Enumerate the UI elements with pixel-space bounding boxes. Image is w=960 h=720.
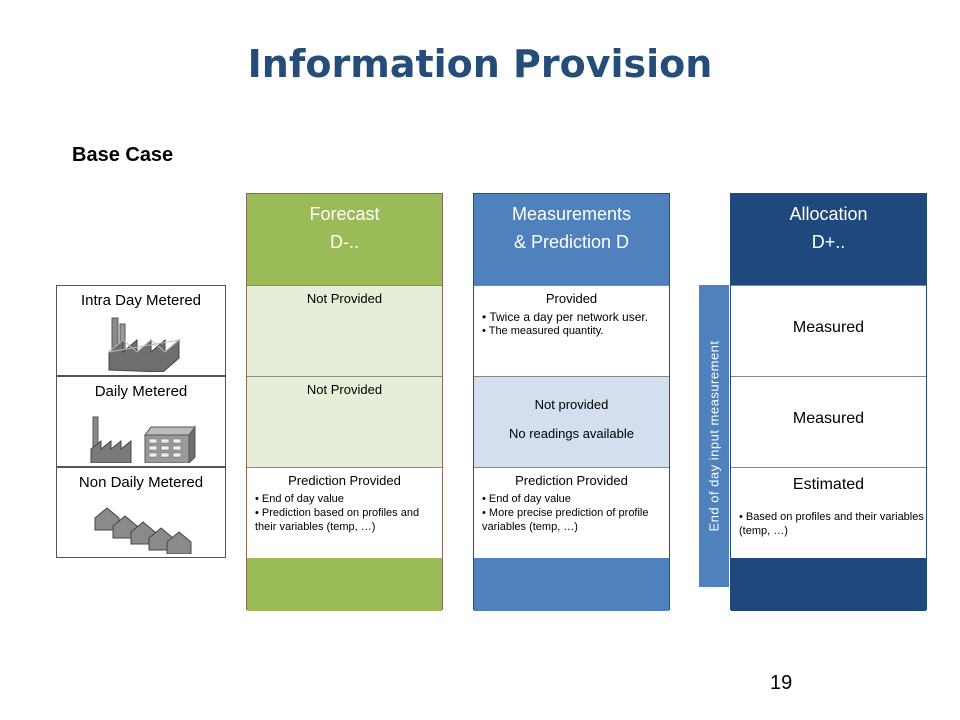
- cell-note: No readings available: [508, 426, 635, 441]
- forecast-header-line1: Forecast: [309, 204, 380, 224]
- measurements-cell-non-daily: Prediction Provided End of day value Mor…: [474, 467, 669, 558]
- allocation-header-line1: Allocation: [789, 204, 868, 224]
- cell-title: Not provided: [534, 397, 609, 412]
- allocation-column: Allocation D+.. Measured Measured Estima…: [730, 193, 927, 611]
- allocation-header-line2: D+..: [811, 232, 846, 252]
- cell-title: Measured: [792, 410, 865, 427]
- measurements-column: Measurements & Prediction D Provided Twi…: [473, 193, 670, 611]
- forecast-header-line2: D-..: [330, 232, 359, 252]
- allocation-header: Allocation D+..: [731, 194, 926, 262]
- measurements-header: Measurements & Prediction D: [474, 194, 669, 262]
- measurements-header-line1: Measurements: [511, 204, 632, 224]
- bullet-item: More precise prediction of profile varia…: [482, 506, 669, 534]
- bullet-item: Based on profiles and their variables (t…: [739, 510, 926, 538]
- measurements-cell-intra-day: Provided Twice a day per network user. T…: [474, 285, 669, 376]
- row-non-daily-metered: Non Daily Metered: [56, 467, 226, 558]
- cell-title: Estimated: [792, 476, 865, 493]
- allocation-cell-daily: Measured: [731, 376, 926, 467]
- cell-title: Prediction Provided: [288, 473, 401, 488]
- cell-title: Measured: [792, 319, 865, 336]
- cell-title: Prediction Provided: [515, 473, 628, 488]
- forecast-cell-non-daily: Prediction Provided End of day value Pre…: [247, 467, 442, 558]
- section-subtitle: Base Case: [72, 144, 174, 166]
- forecast-cell-daily: Not Provided: [247, 376, 442, 467]
- bullet-list: Twice a day per network user. The measur…: [474, 310, 669, 338]
- cell-title: Not Provided: [306, 291, 383, 306]
- bullet-item: End of day value: [255, 492, 442, 506]
- forecast-column: Forecast D-.. Not Provided Not Provided …: [246, 193, 443, 611]
- page-title: Information Provision: [247, 42, 713, 86]
- row-daily-metered: Daily Metered: [56, 376, 226, 467]
- measurements-cell-daily: Not provided No readings available: [474, 376, 669, 467]
- sidebar-label: End of day input measurement: [706, 340, 722, 532]
- bullet-item: Twice a day per network user.: [482, 310, 669, 324]
- measurements-footer: [474, 558, 669, 611]
- row-intra-day-metered: Intra Day Metered: [56, 285, 226, 376]
- factory-and-building-icon: [90, 416, 196, 463]
- row-label: Intra Day Metered: [80, 292, 202, 309]
- cell-title: Not Provided: [306, 382, 383, 397]
- allocation-band: [731, 262, 926, 285]
- bullet-item: The measured quantity.: [482, 324, 669, 338]
- bullet-list: Based on profiles and their variables (t…: [731, 510, 926, 538]
- end-of-day-sidebar: End of day input measurement: [699, 285, 729, 587]
- forecast-cell-intra-day: Not Provided: [247, 285, 442, 376]
- bullet-list: End of day value Prediction based on pro…: [247, 492, 442, 534]
- forecast-band: [247, 262, 442, 285]
- houses-icon: [94, 507, 192, 554]
- bullet-item: Prediction based on profiles and their v…: [255, 506, 442, 534]
- cell-title: Provided: [545, 291, 598, 306]
- allocation-cell-intra-day: Measured: [731, 285, 926, 376]
- measurements-header-line2: & Prediction D: [513, 232, 630, 252]
- bullet-item: End of day value: [482, 492, 669, 506]
- row-label: Daily Metered: [94, 383, 188, 400]
- factory-icon: [107, 317, 181, 372]
- allocation-footer: [731, 558, 926, 611]
- allocation-cell-non-daily: Estimated Based on profiles and their va…: [731, 467, 926, 558]
- forecast-footer: [247, 558, 442, 611]
- forecast-header: Forecast D-..: [247, 194, 442, 262]
- bullet-list: End of day value More precise prediction…: [474, 492, 669, 534]
- row-label: Non Daily Metered: [78, 474, 204, 491]
- page-number: 19: [770, 672, 793, 694]
- measurements-band: [474, 262, 669, 285]
